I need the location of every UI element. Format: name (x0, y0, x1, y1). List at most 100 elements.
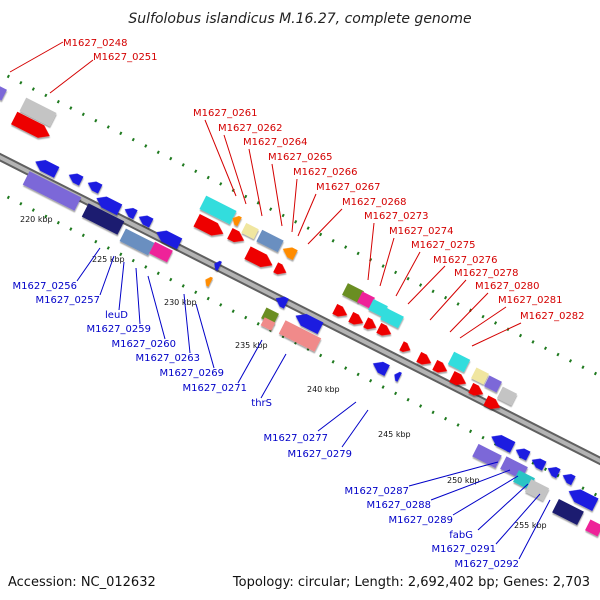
forward-gene-label-m1627-0276: M1627_0276 (433, 255, 498, 266)
leader-line-m1627-0281 (459, 306, 507, 339)
leader-line-m1627-0278 (429, 279, 467, 321)
leader-line-m1627-0266 (291, 178, 298, 233)
gene-feature-60 (568, 489, 599, 512)
tick-label-230-kbp: 230 kbp (164, 298, 197, 307)
reverse-gene-label-m1627-0289: M1627_0289 (388, 515, 453, 526)
forward-gene-label-m1627-0265: M1627_0265 (268, 152, 333, 163)
genome-summary-text: Topology: circular; Length: 2,692,402 bp… (232, 575, 590, 590)
backbone-inner (0, 154, 600, 464)
gene-feature-25 (205, 276, 213, 287)
gene-feature-53 (531, 458, 547, 471)
tick-label-250-kbp: 250 kbp (447, 476, 480, 485)
leader-line-m1627-0291 (495, 493, 541, 545)
leader-line-m1627-0289 (452, 475, 519, 516)
tick-label-235-kbp: 235 kbp (235, 341, 268, 350)
leader-line-m1627-0256 (76, 247, 101, 282)
leader-line-m1627-0271 (237, 339, 263, 384)
gene-feature-45 (496, 386, 518, 406)
forward-gene-label-m1627-0248: M1627_0248 (63, 38, 128, 49)
reverse-gene-label-m1627-0257: M1627_0257 (35, 295, 100, 306)
forward-gene-label-m1627-0282: M1627_0282 (520, 311, 585, 322)
reverse-gene-label-thrs: thrS (251, 398, 272, 409)
gene-feature-55 (562, 473, 576, 486)
leader-line-m1627-0251 (49, 59, 94, 94)
reverse-gene-label-m1627-0269: M1627_0269 (159, 368, 224, 379)
tick-label-225-kbp: 225 kbp (92, 255, 125, 264)
gene-feature-15 (199, 195, 237, 225)
forward-gene-label-m1627-0266: M1627_0266 (293, 167, 358, 178)
gene-feature-43 (471, 367, 489, 385)
gene-feature-50 (483, 395, 501, 410)
leader-line-m1627-0265 (271, 163, 283, 227)
gene-feature-38 (376, 322, 392, 336)
gene-feature-32 (357, 291, 375, 309)
gene-feature-48 (449, 371, 467, 386)
gene-feature-47 (432, 359, 448, 373)
gene-feature-18 (227, 228, 245, 243)
leader-line-m1627-0257 (99, 255, 115, 296)
gene-feature-29 (260, 317, 276, 331)
gene-feature-51 (491, 435, 516, 453)
leader-line-m1627-0277 (317, 401, 357, 432)
leader-line-m1627-0248 (9, 41, 64, 73)
reverse-gene-label-m1627-0271: M1627_0271 (182, 383, 247, 394)
gene-feature-1 (0, 83, 7, 101)
leader-line-m1627-0264 (248, 148, 263, 217)
leader-line-m1627-0279 (341, 409, 369, 448)
leader-line-m1627-0275 (395, 251, 421, 297)
leader-line-m1627-0274 (379, 237, 395, 287)
gene-feature-8 (96, 196, 123, 216)
forward-gene-label-m1627-0273: M1627_0273 (364, 211, 429, 222)
gene-feature-30 (278, 320, 322, 352)
gene-feature-39 (399, 341, 411, 353)
reverse-gene-label-m1627-0277: M1627_0277 (263, 433, 328, 444)
gene-feature-52 (515, 448, 531, 461)
leader-line-m1627-0262 (223, 134, 247, 205)
gene-feature-19 (241, 222, 259, 240)
forward-gene-label-m1627-0275: M1627_0275 (411, 240, 476, 251)
leader-line-m1627-0273 (367, 222, 375, 281)
gene-feature-54 (547, 466, 561, 479)
forward-gene-label-m1627-0262: M1627_0262 (218, 123, 283, 134)
leader-line-m1627-0280 (449, 292, 489, 333)
gene-feature-12 (156, 230, 183, 250)
label-leader-lines (9, 41, 551, 560)
gene-feature-11 (81, 203, 125, 235)
gene-feature-61 (552, 498, 584, 526)
forward-gene-label-m1627-0281: M1627_0281 (498, 295, 563, 306)
gene-feature-9 (124, 207, 138, 220)
reverse-gene-label-m1627-0292: M1627_0292 (454, 559, 519, 570)
reverse-gene-label-m1627-0263: M1627_0263 (135, 353, 200, 364)
tick-label-245-kbp: 245 kbp (378, 430, 411, 439)
gene-feature-22 (244, 246, 273, 268)
gene-feature-20 (256, 229, 284, 253)
reverse-gene-label-m1627-0260: M1627_0260 (111, 339, 176, 350)
leader-line-thrs (260, 353, 287, 399)
gene-feature-46 (416, 351, 432, 365)
gene-feature-62 (585, 519, 600, 537)
leader-line-m1627-0263 (183, 293, 191, 354)
leader-line-m1627-0261 (204, 119, 237, 197)
gene-feature-59 (524, 479, 550, 501)
leader-line-m1627-0269 (195, 303, 215, 369)
reverse-gene-label-m1627-0259: M1627_0259 (86, 324, 151, 335)
reverse-gene-label-fabg: fabG (449, 530, 473, 541)
leader-line-m1627-0288 (430, 469, 511, 501)
gene-feature-21 (282, 247, 298, 261)
gene-feature-34 (380, 307, 404, 329)
gene-feature-35 (332, 303, 348, 317)
outer-dot-track (0, 70, 600, 378)
gene-feature-7 (22, 171, 82, 211)
gene-feature-33 (368, 299, 388, 317)
leader-line-fabg (477, 483, 529, 531)
forward-gene-label-m1627-0274: M1627_0274 (389, 226, 454, 237)
forward-gene-label-m1627-0251: M1627_0251 (93, 52, 158, 63)
map-title: Sulfolobus islandicus M.16.27, complete … (128, 11, 471, 27)
gene-feature-27 (295, 313, 324, 335)
gene-feature-3 (10, 111, 50, 138)
gene-feature-36 (348, 311, 364, 325)
gene-feature-41 (394, 371, 402, 382)
accession-text: Accession: NC_012632 (8, 575, 156, 590)
